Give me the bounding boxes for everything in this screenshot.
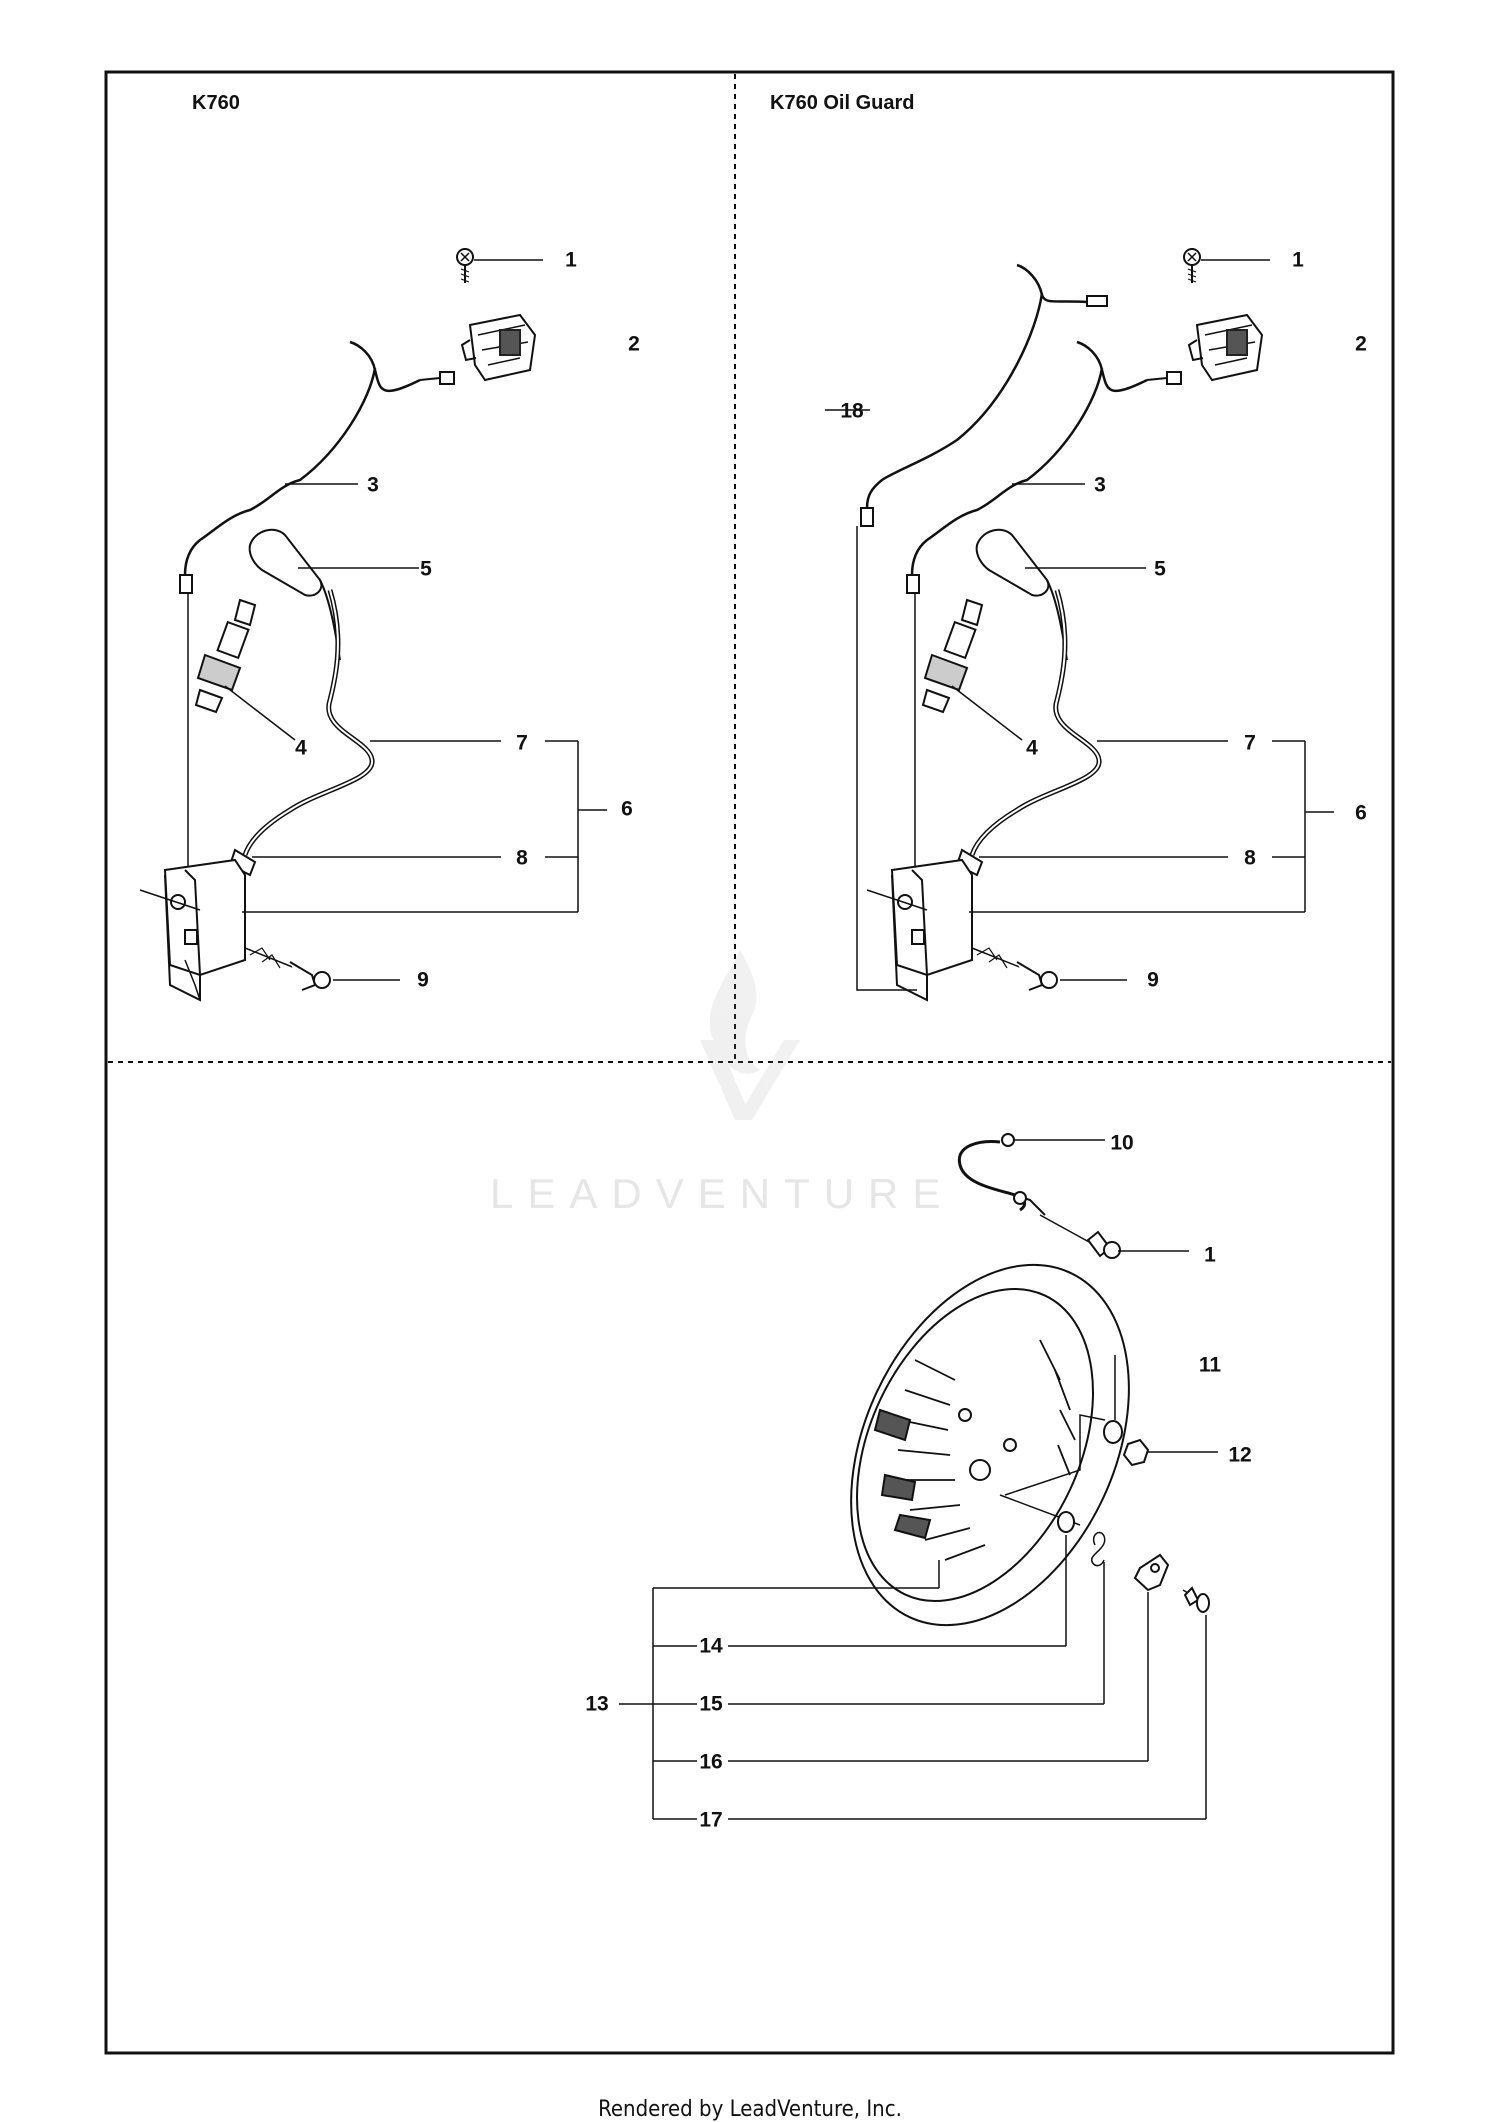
callout-label[interactable]: 1	[565, 248, 577, 272]
callout-label[interactable]: 2	[628, 332, 640, 356]
stop-switch-icon	[460, 313, 537, 382]
callout-label[interactable]: 3	[1094, 473, 1106, 497]
callout-label[interactable]: 13	[585, 1692, 609, 1716]
flywheel-assembly	[850, 1133, 1210, 1627]
screw-icon	[1183, 248, 1201, 283]
callout-label[interactable]: 5	[420, 557, 432, 581]
callout-label[interactable]: 17	[699, 1808, 723, 1832]
oil-guard-cable-icon	[865, 263, 1088, 509]
screw-icon	[456, 248, 474, 283]
callout-label[interactable]: 6	[621, 797, 633, 821]
watermark-logo-icon	[700, 950, 800, 1120]
nut-icon	[1122, 1438, 1150, 1467]
callout-label[interactable]: 11	[1198, 1353, 1222, 1377]
callout-label[interactable]: 9	[1147, 968, 1159, 992]
callout-label[interactable]: 2	[1355, 332, 1367, 356]
callout-label[interactable]: 3	[367, 473, 379, 497]
stop-switch-icon	[1187, 313, 1264, 382]
callout-label[interactable]: 18	[840, 399, 864, 423]
leader-lines-bottom	[619, 1139, 1218, 1820]
footer-credit: Rendered by LeadVenture, Inc.	[598, 2097, 902, 2122]
callout-label[interactable]: 1	[1204, 1243, 1216, 1267]
callout-label[interactable]: 4	[1026, 736, 1038, 760]
screw-icon	[971, 947, 1058, 991]
ground-cable-icon	[183, 340, 421, 576]
callout-label[interactable]: 12	[1228, 1443, 1252, 1467]
section-title-k760: K760	[192, 92, 240, 114]
leader-lines-left	[224, 259, 607, 981]
callout-label[interactable]: 7	[516, 731, 528, 755]
spark-plug-icon	[194, 598, 257, 714]
ht-lead-icon	[242, 589, 375, 856]
callout-label[interactable]: 7	[1244, 731, 1256, 755]
diagram-border	[104, 70, 1395, 2055]
callout-label[interactable]: 8	[1244, 846, 1256, 870]
k760-oil-guard-assembly	[856, 248, 1264, 1002]
ht-lead-icon	[969, 589, 1102, 856]
spark-plug-boot-icon	[975, 528, 1068, 661]
callout-label[interactable]: 4	[295, 736, 307, 760]
spark-plug-icon	[921, 598, 984, 714]
callout-label[interactable]: 16	[699, 1750, 723, 1774]
ground-cable-icon	[910, 340, 1148, 576]
watermark-text: LEADVENTURE	[490, 1170, 955, 1217]
callout-label[interactable]: 5	[1154, 557, 1166, 581]
washer-icon	[1057, 1511, 1075, 1533]
callout-label[interactable]: 6	[1355, 801, 1367, 825]
callout-label[interactable]: 15	[699, 1692, 723, 1716]
section-title-k760-oil-guard: K760 Oil Guard	[770, 92, 915, 114]
callout-label[interactable]: 14	[699, 1634, 723, 1658]
callout-label[interactable]: 10	[1110, 1131, 1134, 1155]
screw-icon	[1039, 1214, 1121, 1259]
ignition-module-icon	[866, 858, 973, 1002]
spring-icon	[1091, 1531, 1106, 1567]
ignition-module-icon	[139, 858, 246, 1002]
washer-icon	[1103, 1420, 1123, 1444]
callout-label[interactable]: 9	[417, 968, 429, 992]
screw-icon	[244, 947, 331, 991]
ground-wire-icon	[957, 1133, 1046, 1216]
callout-label[interactable]: 8	[516, 846, 528, 870]
flywheel-icon	[850, 1263, 1130, 1627]
leader-lines-right	[825, 259, 1334, 981]
pawl-icon	[1133, 1553, 1170, 1592]
k760-assembly	[139, 248, 537, 1002]
spark-plug-boot-icon	[248, 528, 341, 661]
callout-label[interactable]: 1	[1292, 248, 1304, 272]
screw-icon	[1182, 1586, 1210, 1613]
